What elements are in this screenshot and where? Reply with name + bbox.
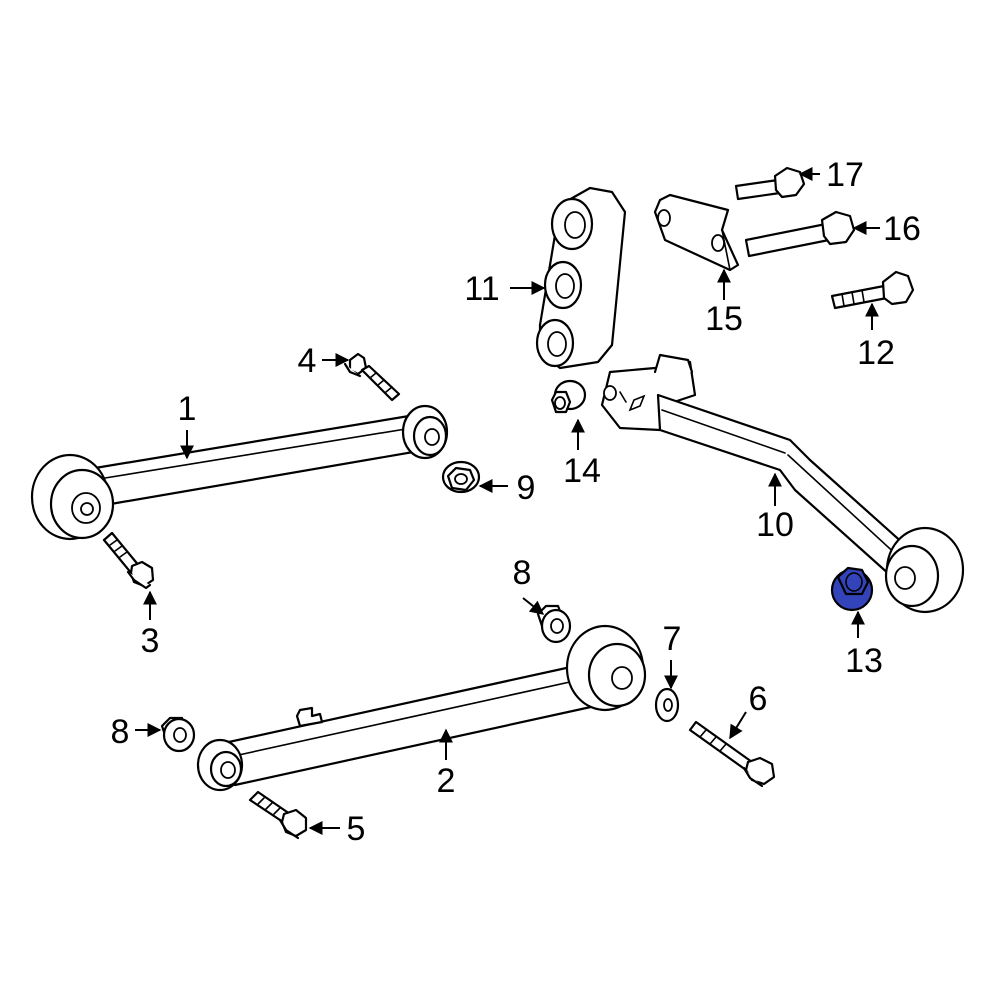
callout-9: 9 [517, 469, 536, 507]
part-16-bolt[interactable] [744, 210, 856, 258]
callout-12: 12 [857, 334, 895, 372]
callout-2: 2 [437, 762, 456, 800]
callout-3: 3 [141, 622, 160, 660]
callout-11: 11 [464, 270, 499, 308]
callout-14: 14 [563, 452, 601, 490]
part-14-nut[interactable] [550, 379, 587, 414]
part-12-bolt[interactable] [830, 270, 915, 310]
callout-8-upper: 8 [513, 554, 532, 592]
part-2-control-arm[interactable] [196, 624, 647, 792]
callout-4: 4 [298, 342, 317, 380]
callout-1: 1 [178, 390, 197, 428]
callout-15: 15 [705, 300, 743, 338]
part-13-nut-highlighted[interactable] [830, 566, 874, 612]
part-5-bolt[interactable] [248, 790, 308, 840]
part-1-control-arm[interactable] [30, 404, 449, 541]
part-9-nut[interactable] [441, 460, 481, 494]
part-11-link[interactable] [535, 186, 627, 370]
callout-13: 13 [845, 642, 883, 680]
part-10-trailing-arm[interactable] [600, 353, 965, 614]
callout-16: 16 [883, 210, 921, 248]
callout-6: 6 [749, 680, 768, 718]
callout-labels: 1 2 3 4 5 6 7 8 8 9 10 11 12 13 14 15 16… [111, 156, 921, 848]
part-6-bolt[interactable] [688, 720, 776, 788]
part-8-nut-upper[interactable] [536, 604, 572, 644]
leader-lines [135, 167, 880, 835]
callout-17: 17 [826, 156, 864, 194]
callout-8-lower: 8 [111, 713, 130, 751]
callout-7: 7 [663, 620, 682, 658]
part-8-nut-lower[interactable] [160, 716, 196, 753]
part-4-bolt[interactable] [343, 352, 401, 402]
part-15-bracket[interactable] [653, 193, 740, 272]
part-3-bolt[interactable] [102, 531, 155, 590]
callout-5: 5 [347, 810, 366, 848]
part-17-bolt[interactable] [734, 166, 806, 201]
part-7-washer[interactable] [654, 687, 680, 723]
callout-10: 10 [756, 506, 794, 544]
